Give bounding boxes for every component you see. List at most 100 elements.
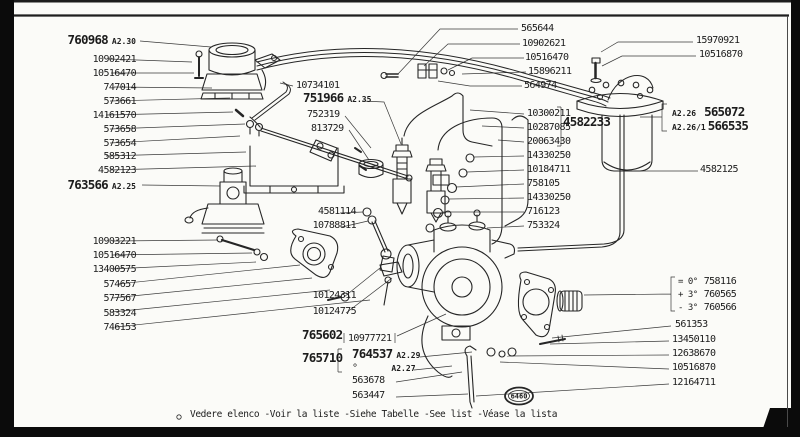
part-number: 10287085: [527, 122, 571, 133]
part-label: 10903221: [93, 237, 137, 247]
drawing: [176, 42, 664, 420]
part-number: 10902421: [92, 54, 137, 65]
part-number: 563447: [352, 390, 385, 401]
part-number: 760968: [67, 32, 109, 47]
part-number: 12638670: [672, 348, 716, 359]
part-number: 4582125: [700, 164, 739, 175]
part-label: 10516470: [92, 68, 137, 79]
part-number: 764537: [352, 346, 393, 361]
part-label: 10124775: [312, 306, 357, 317]
part-number: 10734101: [296, 80, 340, 91]
part-number: 765602: [302, 327, 343, 342]
part-number: 573654: [103, 138, 136, 149]
part-label: 583324: [103, 309, 136, 319]
lift-pump-drawing: [194, 42, 281, 100]
part-number: 585312: [103, 151, 136, 162]
part-number: 13400575: [92, 264, 137, 275]
part-label: 573661: [103, 97, 136, 107]
footnote-mark: °: [352, 363, 358, 374]
assembly-ref: A2.26/1: [672, 123, 706, 132]
part-number: 4582123: [98, 165, 137, 176]
part-label: 10516870: [699, 49, 743, 60]
part-number: 763566: [67, 177, 109, 192]
part-label: 563447: [352, 391, 385, 401]
stamp-number: 6460: [511, 393, 528, 401]
part-number: 760566: [703, 302, 737, 313]
part-number: 10516470: [92, 68, 137, 79]
part-label: 758105: [527, 179, 560, 189]
part-number: 561353: [675, 319, 708, 330]
part-number: 20063430: [527, 136, 571, 147]
part-number: 14330250: [527, 192, 571, 203]
footnote-mark-icon: [176, 414, 182, 420]
part-label: 10516470: [525, 52, 569, 63]
part-number: 15970921: [696, 35, 740, 46]
part-label: 10734101: [296, 80, 340, 91]
footnote: Vedere elenco -Voir la liste -Siehe Tabe…: [190, 409, 558, 420]
part-number: 10516870: [699, 49, 743, 60]
part-label: 752319: [307, 110, 340, 120]
part-number: 10124311: [312, 290, 357, 301]
part-number: 765710: [302, 350, 343, 365]
part-number: 747014: [103, 82, 136, 93]
part-number: 574657: [103, 279, 136, 290]
part-number: 746153: [103, 322, 136, 333]
part-number: 12164711: [672, 377, 716, 388]
part-label: 10902621: [522, 38, 566, 49]
part-number: 10300211: [527, 108, 571, 119]
part-number: 14161570: [92, 110, 137, 121]
part-label: 10977721: [348, 334, 392, 344]
part-label-assembly: 4582233: [563, 114, 611, 129]
fuel-filter-drawing: [517, 57, 664, 252]
part-label: 10788811: [313, 221, 357, 231]
part-label: 10516470: [92, 250, 137, 261]
part-label: 10902421: [92, 54, 137, 65]
part-number: 564974: [524, 80, 557, 91]
part-number: 10902621: [522, 38, 566, 49]
part-label: 4581114: [318, 207, 357, 217]
part-number: 565644: [521, 23, 554, 34]
part-label: 573658: [103, 125, 136, 135]
part-number: 563678: [352, 375, 385, 386]
part-label: 20063430: [527, 136, 571, 147]
part-number: 4582233: [563, 114, 611, 129]
timing-sign: - 3°: [678, 303, 698, 313]
part-label: 10184711: [527, 164, 571, 175]
timing-sign: + 3°: [678, 290, 698, 300]
pipe-clamp-drawing: [380, 63, 456, 80]
part-label: 13400575: [92, 264, 137, 275]
assembly-ref: A2.27: [391, 364, 416, 373]
part-label: 10300211: [527, 108, 571, 119]
part-label: 15970921: [696, 35, 740, 46]
part-number: 10184711: [527, 164, 571, 175]
part-number: 758116: [703, 276, 737, 287]
part-number: 577567: [103, 293, 136, 304]
part-label: 15896211: [528, 66, 572, 77]
part-number: 10516470: [525, 52, 569, 63]
timing-sign: = 0°: [678, 277, 698, 287]
part-label: 564974: [524, 81, 557, 91]
part-number: 10516870: [672, 362, 716, 373]
assembly-ref: A2.29: [396, 351, 421, 360]
stamp-oval: [504, 386, 534, 406]
part-label: 10287085: [527, 122, 571, 133]
part-number: 15896211: [528, 66, 572, 77]
part-number: 10516470: [92, 250, 137, 261]
injection-pump-drawing: [396, 209, 583, 409]
part-label: 10124311: [312, 290, 357, 301]
part-number: 10124775: [312, 306, 357, 317]
part-label: 563678: [352, 376, 385, 386]
injector-drawing: [354, 92, 529, 245]
part-label: 14330250: [527, 151, 571, 161]
part-label: 4582125: [700, 164, 739, 175]
part-number: 565072: [704, 104, 745, 119]
part-label: 10516870: [672, 362, 716, 373]
part-label: 585312: [103, 152, 136, 162]
part-label: 4582123: [98, 165, 137, 176]
